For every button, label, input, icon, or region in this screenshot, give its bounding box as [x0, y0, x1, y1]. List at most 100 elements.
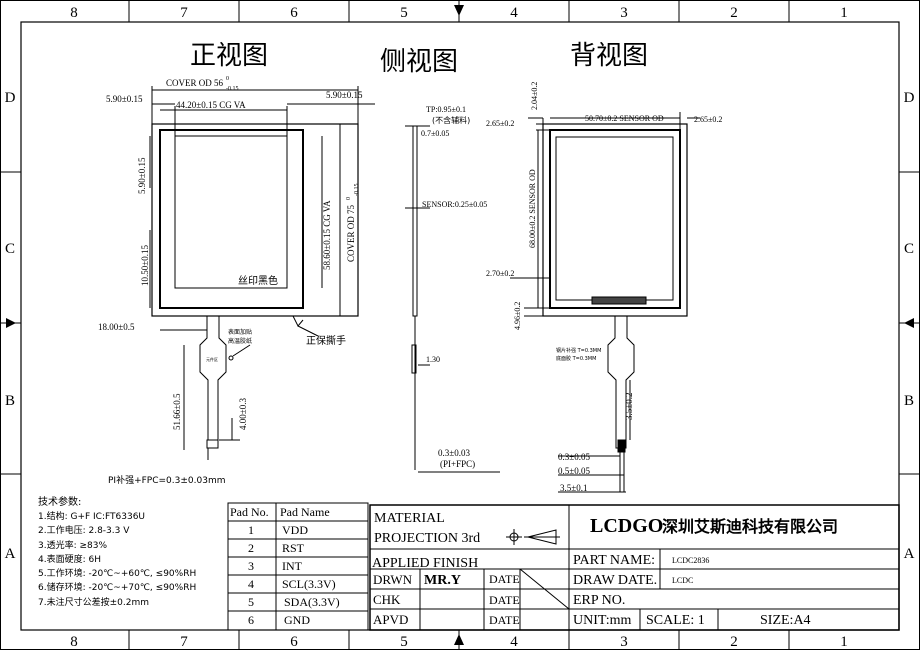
part-name-value: LCDC2836	[672, 556, 709, 565]
col-label: 6	[290, 5, 298, 21]
pi-fpc-thickness: 0.3±0.03	[438, 448, 470, 458]
erp-label: ERP NO.	[573, 593, 625, 608]
chk-label: CHK	[373, 592, 401, 607]
left-margin-dim: 5.90±0.15	[106, 94, 143, 104]
sensor-od-width: 50.70±0.2 SENSOR OD	[585, 114, 664, 123]
row-label: A	[5, 546, 16, 562]
col-label: 4	[510, 634, 518, 650]
col-label: 5	[400, 5, 408, 21]
col-label: 1	[840, 5, 848, 21]
bottom-margin-dim: 10.50±0.15	[140, 245, 150, 286]
tp-note: (不含辅料)	[432, 115, 470, 125]
pad-name: GND	[284, 613, 310, 627]
pad-name: INT	[282, 559, 303, 573]
tech-line: 4.表面硬度: 6H	[38, 553, 101, 565]
stiffener-note: PI补强+FPC=0.3±0.03mm	[108, 474, 225, 486]
apvd-label: APVD	[373, 612, 408, 627]
pad-no: 3	[248, 559, 254, 573]
part-name-label: PART NAME:	[573, 553, 655, 568]
col-label: 1	[840, 634, 848, 650]
tape-note: 高温胶纸	[228, 337, 252, 345]
col-label: 5	[400, 634, 408, 650]
pad-name: VDD	[282, 523, 308, 537]
pad-no: 6	[248, 613, 254, 627]
tp-thickness: TP:0.95±0.1	[426, 105, 466, 114]
pad-name: RST	[282, 541, 305, 555]
silk-black-label: 丝印黑色	[238, 274, 278, 287]
width-dim-2: 0.5±0.05	[558, 466, 590, 476]
component-area-label: 元件区	[206, 356, 218, 362]
right-margin-dim: 5.90±0.15	[326, 90, 363, 100]
col-label: 8	[70, 634, 78, 650]
row-label: C	[5, 241, 15, 257]
steel-note: 钢片补强 T=0.3MM	[556, 347, 601, 354]
tol-top-h: 0	[346, 197, 352, 200]
row-label: D	[5, 90, 16, 106]
adhesive-note: 底面胶 T=0.3MM	[556, 355, 596, 362]
back-top-dim: 2.04±0.2	[530, 82, 539, 110]
back-bottom-dim: 4.96±0.2	[513, 302, 522, 330]
col-label: 6	[290, 634, 298, 650]
col-label: 3	[620, 5, 628, 21]
front-view-title: 正视图	[190, 41, 268, 71]
row-label: C	[904, 241, 914, 257]
va-width-dim: 44.20±0.15 CG VA	[176, 100, 246, 110]
tech-line: 5.工作环境: -20℃~+60℃, ≤90%RH	[38, 567, 196, 579]
unit-label: UNIT:mm	[573, 613, 632, 628]
stiffener-length-dim: 4.00±0.3	[238, 398, 248, 430]
date-label: DATE	[489, 572, 520, 586]
size-label: SIZE:A4	[760, 613, 811, 628]
top-margin-dim: 5.90±0.15	[137, 157, 147, 194]
company-name: 深圳艾斯迪科技有限公司	[662, 517, 838, 536]
tape-note: 表面加贴	[228, 328, 252, 336]
pad-no: 5	[248, 595, 254, 609]
row-label: D	[904, 90, 915, 106]
layer-thickness: 0.7±0.05	[421, 129, 449, 138]
tech-line: 7.未注尺寸公差按±0.2mm	[38, 596, 149, 608]
title-block	[369, 504, 900, 631]
drwn-label: DRWN	[373, 572, 413, 587]
tol-top: 0	[226, 76, 229, 82]
tail-length-dim: 3.5±0.2	[624, 393, 634, 420]
tol-bot-h: -0.15	[354, 184, 360, 197]
tech-line: 3.透光率: ≥83%	[38, 539, 107, 551]
side-view-title: 侧视图	[380, 47, 458, 77]
date-label: DATE	[489, 593, 520, 607]
width-dim-1: 0.3±0.05	[558, 452, 590, 462]
pad-table	[227, 502, 369, 631]
draw-date-label: DRAW DATE.	[573, 573, 657, 588]
row-label: A	[904, 546, 915, 562]
cover-od-height: COVER OD 75	[346, 204, 356, 262]
col-label: 2	[730, 5, 738, 21]
back-left-dim2: 2.70±0.2	[486, 269, 514, 278]
row-label: B	[904, 393, 914, 409]
back-right-dim: 2.65±0.2	[694, 115, 722, 124]
tech-title: 技术参数:	[38, 495, 81, 508]
front-view	[149, 86, 375, 460]
pull-tab-label: 正保撕手	[306, 334, 346, 347]
pad-no: 4	[248, 577, 254, 591]
fpc-length-dim: 51.66±0.5	[172, 393, 182, 430]
tol-bot: -0.15	[226, 86, 239, 92]
pad-header-name: Pad Name	[280, 505, 330, 519]
pad-no: 1	[248, 523, 254, 537]
scale-label: SCALE: 1	[646, 613, 705, 628]
col-label: 7	[180, 634, 188, 650]
side-view	[405, 125, 500, 473]
applied-finish-label: APPLIED FINISH	[372, 556, 478, 571]
draw-date-value: LCDC	[672, 576, 693, 585]
col-label: 3	[620, 634, 628, 650]
company-logo: LCDGO	[590, 515, 663, 537]
fpc-thickness: 1.30	[426, 355, 440, 364]
projection-label: PROJECTION 3rd	[374, 531, 480, 546]
pad-name: SDA(3.3V)	[284, 595, 340, 609]
row-label: B	[5, 393, 15, 409]
back-left-dim: 2.65±0.2	[486, 119, 514, 128]
pi-fpc-note: (PI+FPC)	[440, 459, 475, 469]
tech-line: 2.工作电压: 2.8-3.3 V	[38, 524, 130, 536]
col-label: 7	[180, 5, 188, 21]
tech-line: 1.结构: G+F IC:FT6336U	[38, 510, 145, 522]
width-dim-3: 3.5±0.1	[560, 483, 587, 493]
cover-od-width: COVER OD 56	[166, 78, 224, 88]
